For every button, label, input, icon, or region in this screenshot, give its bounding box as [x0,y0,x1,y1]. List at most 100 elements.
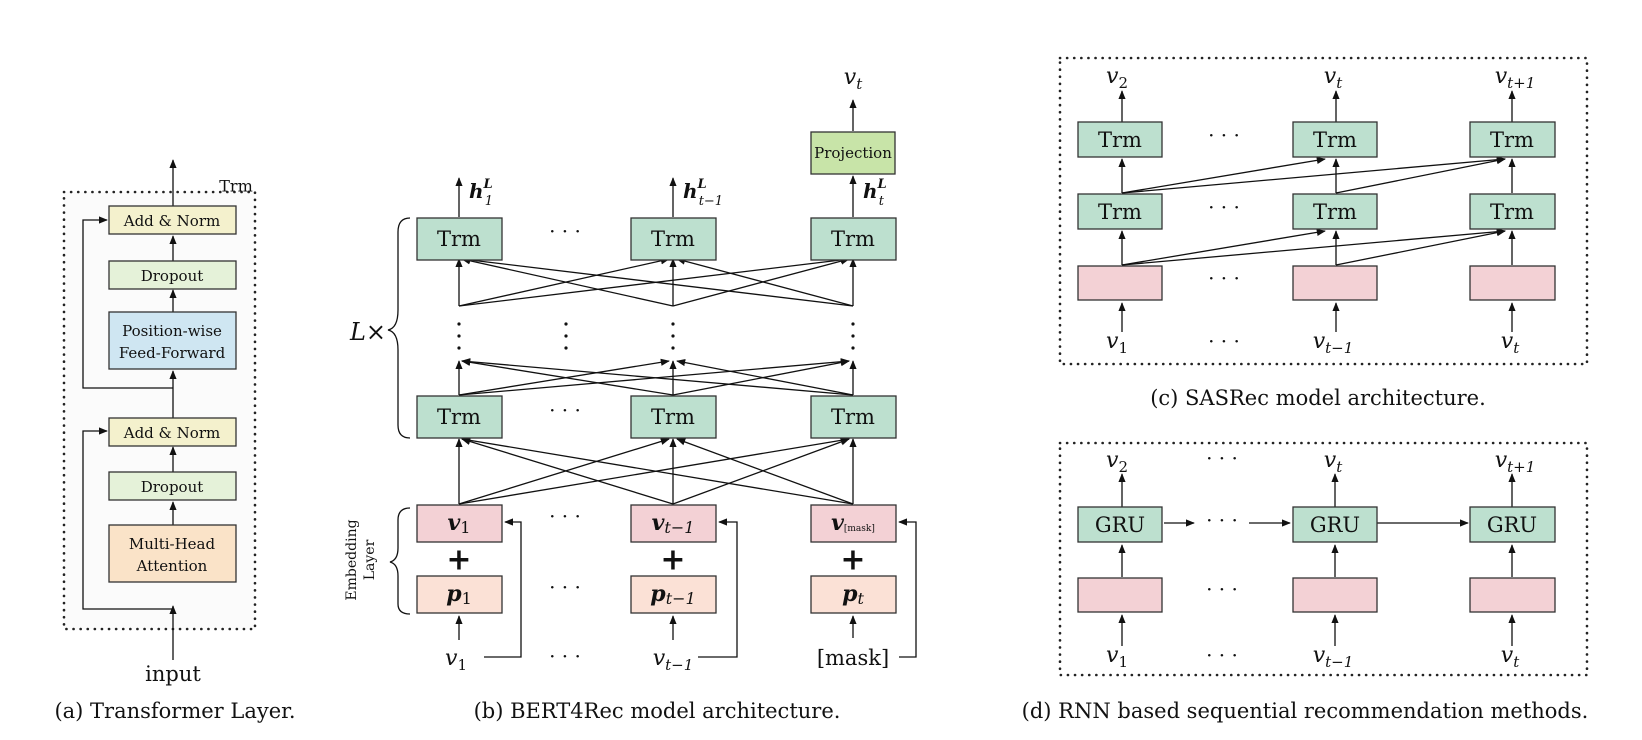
ellipsis-position-embedding: · · · [549,575,581,599]
sasrec-trm-bottom-3 [1469,193,1556,230]
gru-cell-3-label: GRU [1487,513,1537,537]
sasrec-embedding-1 [1077,265,1163,301]
add-norm-top-block [108,205,237,235]
rnn-connections [1118,473,1516,646]
item-lookup-arrow-t-minus-1 [698,518,738,658]
trm-layer-label: Trm [219,177,253,196]
item-embedding-t-minus-1 [630,504,717,543]
sasrec-input-1: v1 [1106,329,1128,357]
position-embedding-t-label: pt [842,581,864,608]
gru-cell-2-label: GRU [1310,513,1360,537]
item-embedding-t-minus-1-label: vt−1 [652,510,695,537]
add-norm-top-label: Add & Norm [123,212,220,230]
rnn-ellipsis-embedding: · · · [1206,577,1238,601]
residual-connection-attention [82,427,173,610]
add-norm-bottom-label: Add & Norm [123,424,220,442]
sasrec-output-1: v2 [1106,64,1128,92]
caption-c: (c) SASRec model architecture. [1150,386,1486,410]
input-vt-minus-1: vt−1 [653,646,694,674]
sasrec-trm-bottom-1 [1077,193,1163,230]
feed-forward-block [108,311,237,370]
trm-bottom-3 [810,395,897,439]
gru-cell-1 [1077,506,1163,543]
sasrec-embedding-3 [1469,265,1556,301]
item-embedding-mask [810,504,897,543]
embedding-brace [389,507,411,615]
layers-brace [387,217,411,439]
position-embedding-t [810,575,897,614]
embedding-attention-connections [455,436,857,505]
projection-label: Projection [814,144,892,162]
sasrec-trm-top-2 [1292,121,1378,158]
caption-b: (b) BERT4Rec model architecture. [474,699,841,723]
sasrec-ellipsis-inputs: · · · [1208,329,1240,353]
sasrec-input-2: vt−1 [1313,329,1354,357]
rnn-output-2: vt [1324,448,1343,476]
trm-top-3 [810,217,897,261]
trm-top-2 [630,217,717,261]
rnn-ellipsis-outputs: · · · [1206,446,1238,470]
sasrec-dotted-border [1058,56,1589,366]
trm-bottom-1-label: Trm [437,405,481,429]
lower-attention-connections [455,358,857,396]
sasrec-trm-top-1 [1077,121,1163,158]
embedding-layer-label-line1: Embedding [344,519,360,600]
plus-icon-2: + [660,543,685,578]
sasrec-embedding-2 [1292,265,1378,301]
sasrec-output-2: vt [1324,64,1343,92]
sasrec-trm-bottom-2 [1292,193,1378,230]
vertical-ellipsis-dots [457,322,855,350]
caption-a: (a) Transformer Layer. [54,699,295,723]
dropout-bottom-label: Dropout [141,478,204,496]
multi-head-attention-label-line1: Multi-Head [129,535,216,553]
rnn-input-1: v1 [1106,643,1128,671]
sasrec-causal-connections [1118,90,1516,332]
panel-d-rnn: GRU GRU GRU · · · · · · v2 · · · vt vt+1… [1022,441,1589,723]
rnn-output-1: v2 [1106,448,1128,476]
sasrec-trm-bottom-3-label: Trm [1490,200,1534,224]
panel-a-transformer-layer: Trm Add & Norm Dropout Position-wise Fee… [54,159,296,723]
feed-forward-label-line1: Position-wise [122,322,222,340]
trm-top-1 [416,217,503,261]
sasrec-trm-top-3-label: Trm [1490,128,1534,152]
dropout-bottom-block [108,471,237,501]
input-label: input [145,662,201,686]
trm-top-2-label: Trm [651,227,695,251]
sasrec-ellipsis-middle: · · · [1208,195,1240,219]
position-embedding-1-label: p1 [446,581,472,608]
feed-forward-label-line2: Feed-Forward [119,344,226,362]
caption-d: (d) RNN based sequential recommendation … [1022,699,1589,723]
rnn-input-3: vt [1501,643,1520,671]
residual-connection-ffn [82,216,173,389]
item-lookup-arrow-mask [898,518,917,658]
plus-icon-1: + [446,543,471,578]
item-lookup-arrow-1 [484,518,522,658]
rnn-output-3: vt+1 [1495,448,1536,476]
gru-cell-2 [1292,506,1378,543]
rnn-ellipsis-inputs: · · · [1206,643,1238,667]
sasrec-input-3: vt [1501,329,1520,357]
gru-cell-1-label: GRU [1095,513,1145,537]
add-norm-bottom-block [108,417,237,447]
input-v1: v1 [445,646,467,674]
gru-cell-3 [1469,506,1556,543]
sasrec-trm-bottom-2-label: Trm [1313,200,1357,224]
upper-attention-connections [455,256,857,307]
position-embedding-1 [416,575,503,614]
item-embedding-mask-label: v[mask] [831,510,875,536]
input-mask: [mask] [817,646,889,670]
multi-head-attention-label-line2: Attention [136,557,208,575]
item-embedding-1 [416,504,503,543]
sasrec-output-3: vt+1 [1495,64,1536,92]
plus-icon-3: + [840,543,865,578]
trm-bottom-3-label: Trm [831,405,875,429]
ellipsis-inputs: · · · [549,644,581,668]
rnn-embedding-3 [1469,577,1556,613]
trm-top-1-label: Trm [437,227,481,251]
trm-layer-dotted-border [62,190,257,631]
multi-head-attention-block [108,524,237,583]
